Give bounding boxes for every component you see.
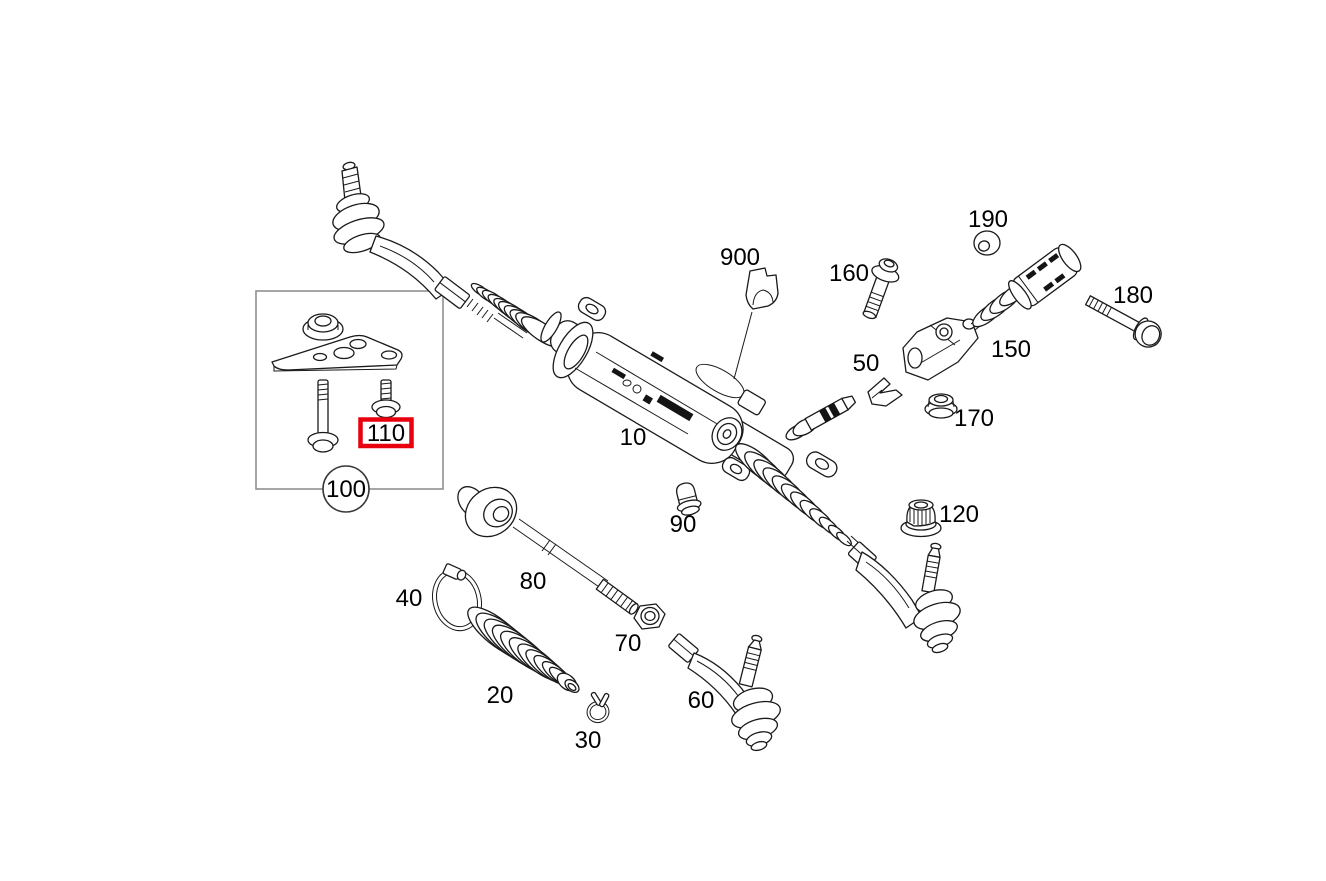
part-40-clamp-drawing bbox=[432, 563, 482, 632]
part-label-40[interactable]: 40 bbox=[396, 585, 423, 612]
part-label-100[interactable]: 100 bbox=[326, 476, 366, 503]
part-170-nut-drawing bbox=[924, 393, 958, 419]
part-label-110[interactable]: 110 bbox=[367, 420, 405, 447]
part-label-120[interactable]: 120 bbox=[939, 501, 979, 528]
right-tie-rod-end-assembled-drawing bbox=[847, 541, 961, 654]
part-50-bracket-drawing bbox=[867, 377, 903, 407]
part-110-highlight-box[interactable] bbox=[358, 417, 414, 449]
part-label-160[interactable]: 160 bbox=[829, 260, 869, 287]
part-30-clamp-drawing bbox=[586, 691, 610, 724]
callout-900-symbol bbox=[745, 267, 779, 310]
part-label-180[interactable]: 180 bbox=[1113, 282, 1153, 309]
part-label-70[interactable]: 70 bbox=[615, 630, 642, 657]
part-label-900[interactable]: 900 bbox=[720, 244, 760, 271]
left-tie-rod-end-drawing bbox=[332, 161, 528, 339]
part-60-tie-rod-end-drawing bbox=[668, 633, 781, 752]
part-label-90[interactable]: 90 bbox=[670, 511, 697, 538]
gear-housing-drawing bbox=[540, 296, 857, 482]
part-label-150[interactable]: 150 bbox=[991, 336, 1031, 363]
part-90-cap-drawing bbox=[676, 482, 702, 516]
part-label-80[interactable]: 80 bbox=[520, 568, 547, 595]
part-label-30[interactable]: 30 bbox=[575, 727, 602, 754]
part-label-190[interactable]: 190 bbox=[968, 206, 1008, 233]
part-label-20[interactable]: 20 bbox=[487, 682, 514, 709]
part-label-50[interactable]: 50 bbox=[853, 350, 880, 377]
part-190-washer-drawing bbox=[973, 230, 1001, 256]
right-bellows-drawing bbox=[734, 443, 873, 561]
kit-nut-drawing bbox=[302, 313, 344, 341]
part-label-60[interactable]: 60 bbox=[688, 687, 715, 714]
steering-gear-assembly-drawing bbox=[332, 161, 961, 654]
callout-900-leader-line bbox=[733, 311, 753, 380]
part-150-coupling-drawing bbox=[902, 243, 1082, 381]
part-70-nut-drawing bbox=[633, 603, 666, 630]
part-160-bolt-drawing bbox=[862, 258, 900, 320]
part-label-10[interactable]: 10 bbox=[620, 424, 647, 451]
part-label-170[interactable]: 170 bbox=[954, 405, 994, 432]
part-80-inner-tie-rod-drawing bbox=[457, 486, 639, 615]
kit-bracket-plate-drawing bbox=[271, 334, 403, 372]
part-120-nut-drawing bbox=[900, 499, 942, 538]
part-20-boot-drawing bbox=[467, 606, 580, 694]
part-180-bolt-drawing bbox=[1084, 295, 1162, 348]
kit-box bbox=[255, 290, 444, 490]
kit-bolt-short-drawing bbox=[371, 379, 401, 419]
kit-bolt-long-drawing bbox=[307, 379, 339, 453]
kit-group-badge[interactable] bbox=[322, 465, 370, 513]
